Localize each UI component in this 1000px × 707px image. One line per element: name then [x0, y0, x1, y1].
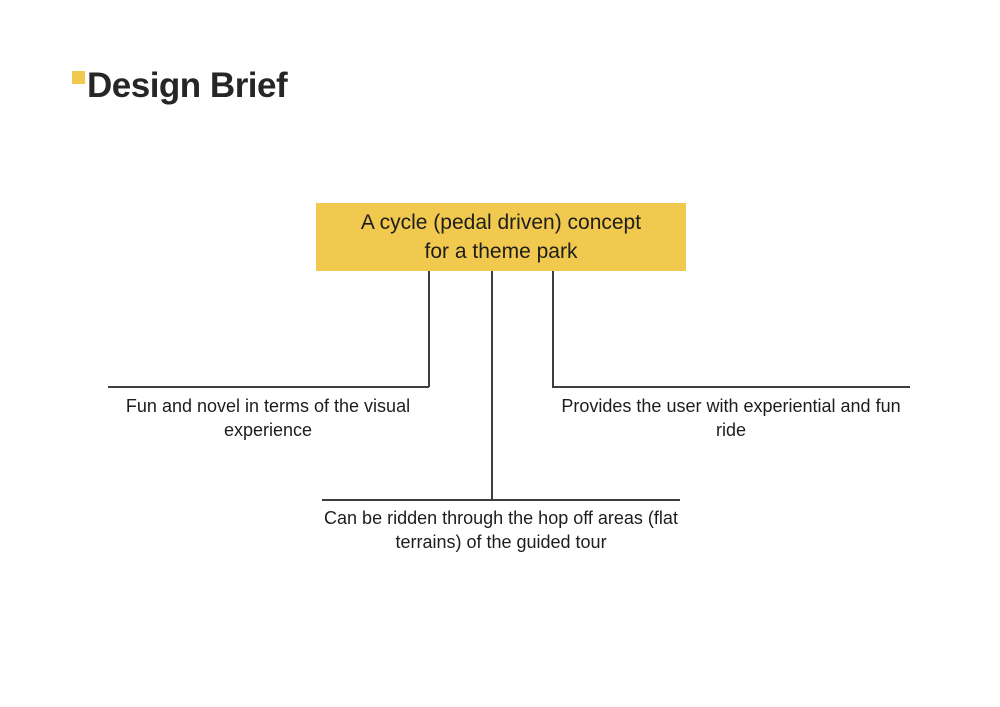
branch-label-left: Fun and novel in terms of the visual exp… — [125, 396, 411, 440]
connector-right-horizontal — [552, 386, 910, 388]
connector-left-vertical — [428, 271, 430, 387]
root-node: A cycle (pedal driven) concept for a the… — [316, 203, 686, 271]
connector-center-horizontal — [322, 499, 680, 501]
root-node-text-line2: for a theme park — [424, 240, 578, 263]
connector-center-vertical — [491, 271, 493, 500]
branch-label-right: Provides the user with experiential and … — [561, 396, 901, 440]
accent-square-icon — [72, 71, 85, 84]
connector-left-horizontal — [108, 386, 429, 388]
connector-right-vertical — [552, 271, 554, 387]
branch-label-center: Can be ridden through the hop off areas … — [324, 508, 678, 552]
page-title: Design Brief — [87, 66, 288, 105]
root-node-text-line1: A cycle (pedal driven) concept — [360, 211, 642, 234]
